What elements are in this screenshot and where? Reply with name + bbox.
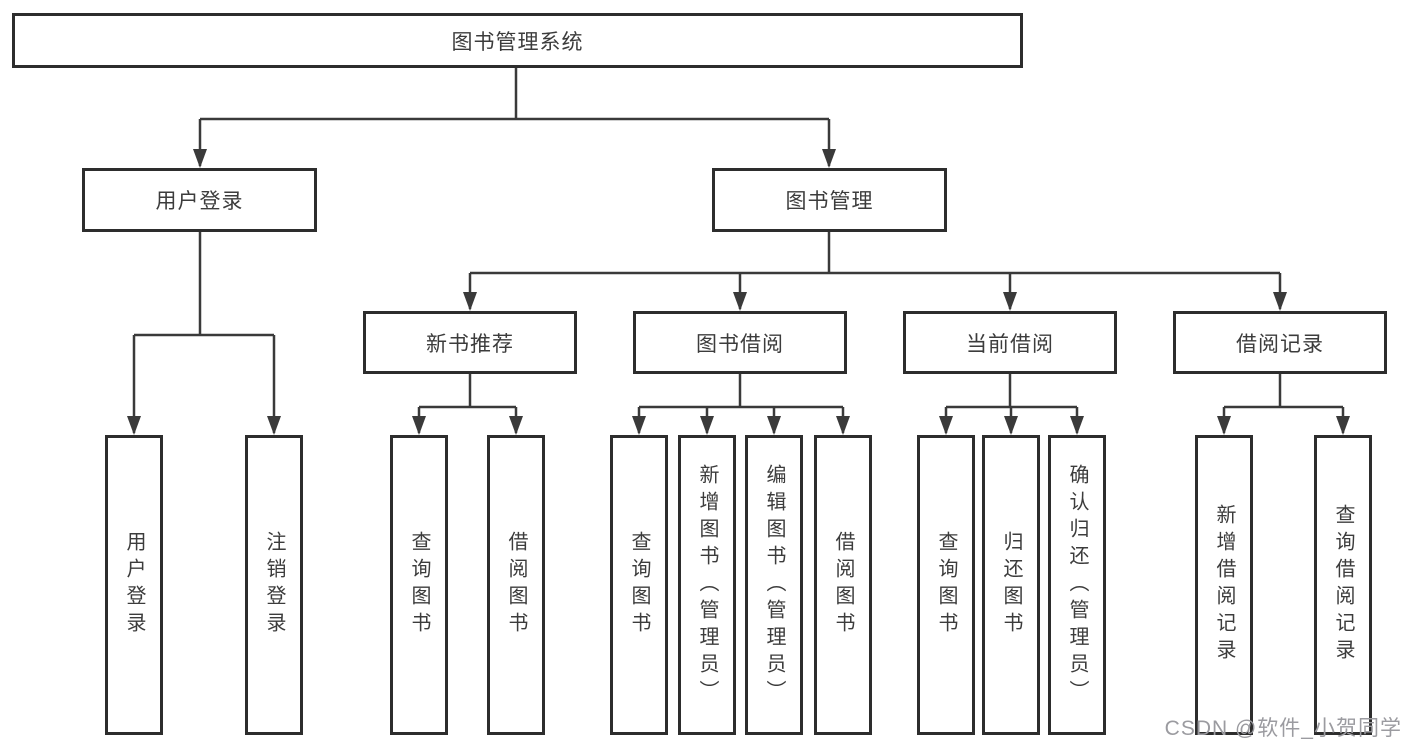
leaf-label: 注销登录 <box>263 531 285 639</box>
leaf-label: 查询图书 <box>935 531 957 639</box>
leaf-confirm-return-admin: 确认归还（管理员） <box>1048 435 1106 735</box>
leaf-add-books-admin: 新增图书（管理员） <box>678 435 736 735</box>
leaf-label: 查询借阅记录 <box>1332 504 1354 666</box>
leaf-label: 借阅图书 <box>832 531 854 639</box>
node-label: 图书管理系统 <box>451 30 584 54</box>
node-label: 图书借阅 <box>696 332 784 356</box>
leaf-user-login: 用户登录 <box>105 435 163 735</box>
leaf-query-books-borrowing: 查询图书 <box>610 435 668 735</box>
watermark: CSDN @软件_小贺同学 <box>1164 717 1402 740</box>
leaf-query-books-recommend: 查询图书 <box>390 435 448 735</box>
leaf-label: 新增图书（管理员） <box>696 463 718 707</box>
node-borrowing-records: 借阅记录 <box>1173 311 1387 374</box>
node-current-borrowing: 当前借阅 <box>903 311 1117 374</box>
node-library-management-system: 图书管理系统 <box>12 13 1023 68</box>
leaf-borrow-books-recommend: 借阅图书 <box>487 435 545 735</box>
leaf-label: 查询图书 <box>408 531 430 639</box>
leaf-label: 查询图书 <box>628 531 650 639</box>
node-book-management: 图书管理 <box>712 168 947 232</box>
node-label: 新书推荐 <box>426 332 514 356</box>
leaf-label: 归还图书 <box>1000 531 1022 639</box>
node-label: 当前借阅 <box>966 332 1054 356</box>
leaf-logout: 注销登录 <box>245 435 303 735</box>
leaf-query-books-current: 查询图书 <box>917 435 975 735</box>
leaf-label: 新增借阅记录 <box>1213 504 1235 666</box>
node-label: 用户登录 <box>155 190 244 213</box>
leaf-label: 确认归还（管理员） <box>1066 463 1088 707</box>
node-user-login: 用户登录 <box>82 168 317 232</box>
leaf-query-borrow-record: 查询借阅记录 <box>1314 435 1372 735</box>
leaf-return-books: 归还图书 <box>982 435 1040 735</box>
leaf-label: 编辑图书（管理员） <box>763 463 785 707</box>
leaf-add-borrow-record: 新增借阅记录 <box>1195 435 1253 735</box>
node-book-borrowing: 图书借阅 <box>633 311 847 374</box>
leaf-label: 用户登录 <box>123 531 145 639</box>
leaf-label: 借阅图书 <box>505 531 527 639</box>
node-label: 借阅记录 <box>1236 332 1324 356</box>
leaf-borrow-books: 借阅图书 <box>814 435 872 735</box>
node-label: 图书管理 <box>785 190 874 213</box>
node-new-book-recommend: 新书推荐 <box>363 311 577 374</box>
leaf-edit-books-admin: 编辑图书（管理员） <box>745 435 803 735</box>
